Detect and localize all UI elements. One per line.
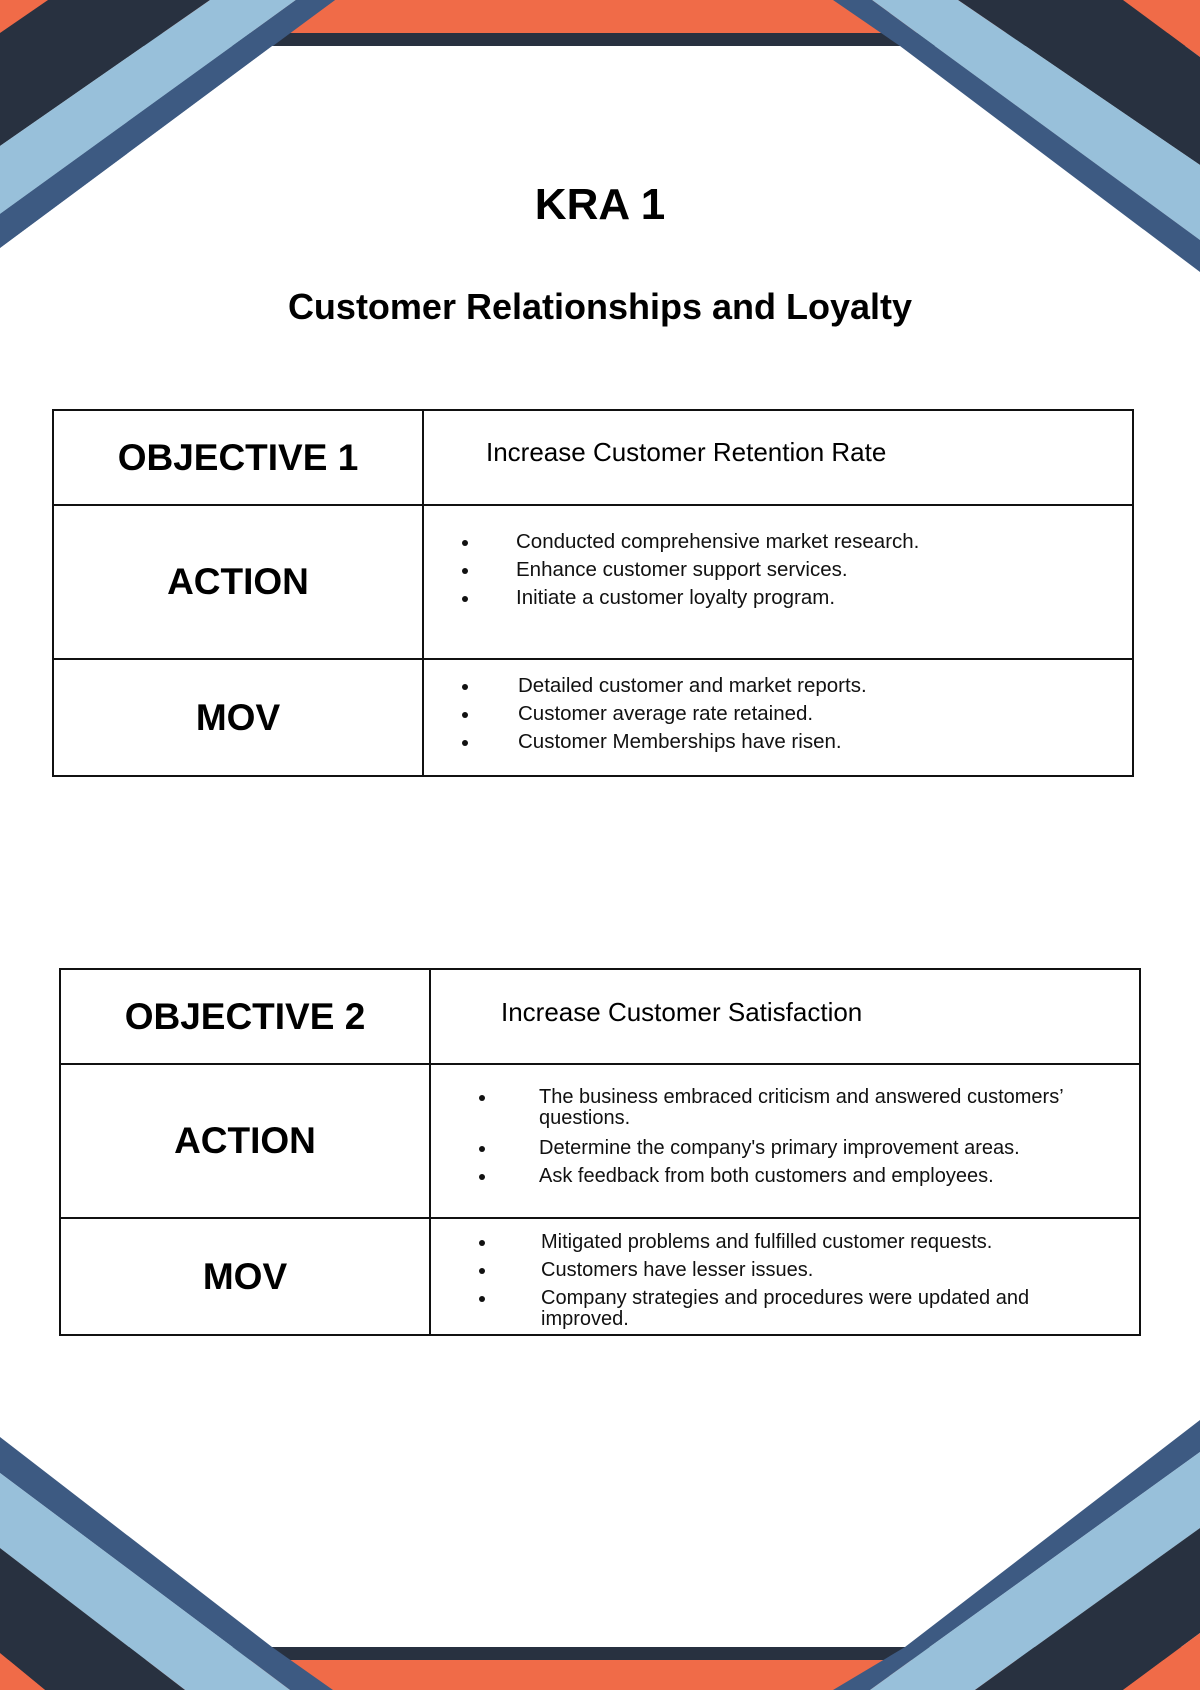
bullet-icon (462, 540, 468, 546)
mov-row: MOV Mitigated problems and fulfilled cus… (59, 1217, 1141, 1336)
bullet-icon (479, 1146, 485, 1152)
action-list: Conducted comprehensive market research.… (424, 528, 1132, 612)
bullet-icon (462, 740, 468, 746)
mov-list-cell: Mitigated problems and fulfilled custome… (429, 1217, 1141, 1336)
mov-list: Detailed customer and market reports. Cu… (424, 672, 1132, 756)
action-list: The business embraced criticism and answ… (431, 1087, 1139, 1190)
mov-label: MOV (52, 658, 424, 777)
list-item: The business embraced criticism and answ… (431, 1087, 1139, 1129)
action-label: ACTION (52, 504, 424, 660)
list-item: Enhance customer support services. (424, 556, 1132, 584)
bullet-icon (479, 1240, 485, 1246)
objective-label: OBJECTIVE 1 (52, 409, 424, 506)
bullet-icon (479, 1174, 485, 1180)
list-item: Company strategies and procedures were u… (431, 1288, 1139, 1330)
mov-list: Mitigated problems and fulfilled custome… (431, 1228, 1139, 1330)
action-list-cell: Conducted comprehensive market research.… (422, 504, 1134, 660)
objective-2-table: OBJECTIVE 2 Increase Customer Satisfacti… (59, 968, 1141, 1336)
objective-text: Increase Customer Satisfaction (501, 997, 863, 1027)
action-label: ACTION (59, 1063, 431, 1219)
action-list-cell: The business embraced criticism and answ… (429, 1063, 1141, 1219)
objective-row: OBJECTIVE 1 Increase Customer Retention … (52, 409, 1134, 506)
list-item: Determine the company's primary improvem… (431, 1134, 1139, 1162)
bullet-icon (479, 1268, 485, 1274)
objective-row: OBJECTIVE 2 Increase Customer Satisfacti… (59, 968, 1141, 1065)
bullet-icon (462, 712, 468, 718)
bullet-icon (479, 1296, 485, 1302)
objective-text: Increase Customer Retention Rate (486, 437, 887, 467)
list-item: Mitigated problems and fulfilled custome… (431, 1228, 1139, 1256)
list-item: Customer Memberships have risen. (424, 728, 1132, 756)
objective-1-table: OBJECTIVE 1 Increase Customer Retention … (52, 409, 1134, 777)
kra-heading: KRA 1 (534, 180, 666, 229)
bullet-icon (462, 684, 468, 690)
list-item: Initiate a customer loyalty program. (424, 584, 1132, 612)
bullet-icon (479, 1095, 485, 1101)
mov-label: MOV (59, 1217, 431, 1336)
list-item: Conducted comprehensive market research. (424, 528, 1132, 556)
objective-text-cell: Increase Customer Satisfaction (429, 968, 1141, 1065)
bullet-icon (462, 596, 468, 602)
list-item: Ask feedback from both customers and emp… (431, 1162, 1139, 1190)
mov-row: MOV Detailed customer and market reports… (52, 658, 1134, 777)
mov-list-cell: Detailed customer and market reports. Cu… (422, 658, 1134, 777)
bullet-icon (462, 568, 468, 574)
objective-label: OBJECTIVE 2 (59, 968, 431, 1065)
list-item: Detailed customer and market reports. (424, 672, 1132, 700)
objective-text-cell: Increase Customer Retention Rate (422, 409, 1134, 506)
list-item: Customer average rate retained. (424, 700, 1132, 728)
action-row: ACTION Conducted comprehensive market re… (52, 504, 1134, 660)
kra-subheading: Customer Relationships and Loyalty (287, 286, 913, 327)
action-row: ACTION The business embraced criticism a… (59, 1063, 1141, 1219)
list-item: Customers have lesser issues. (431, 1256, 1139, 1284)
